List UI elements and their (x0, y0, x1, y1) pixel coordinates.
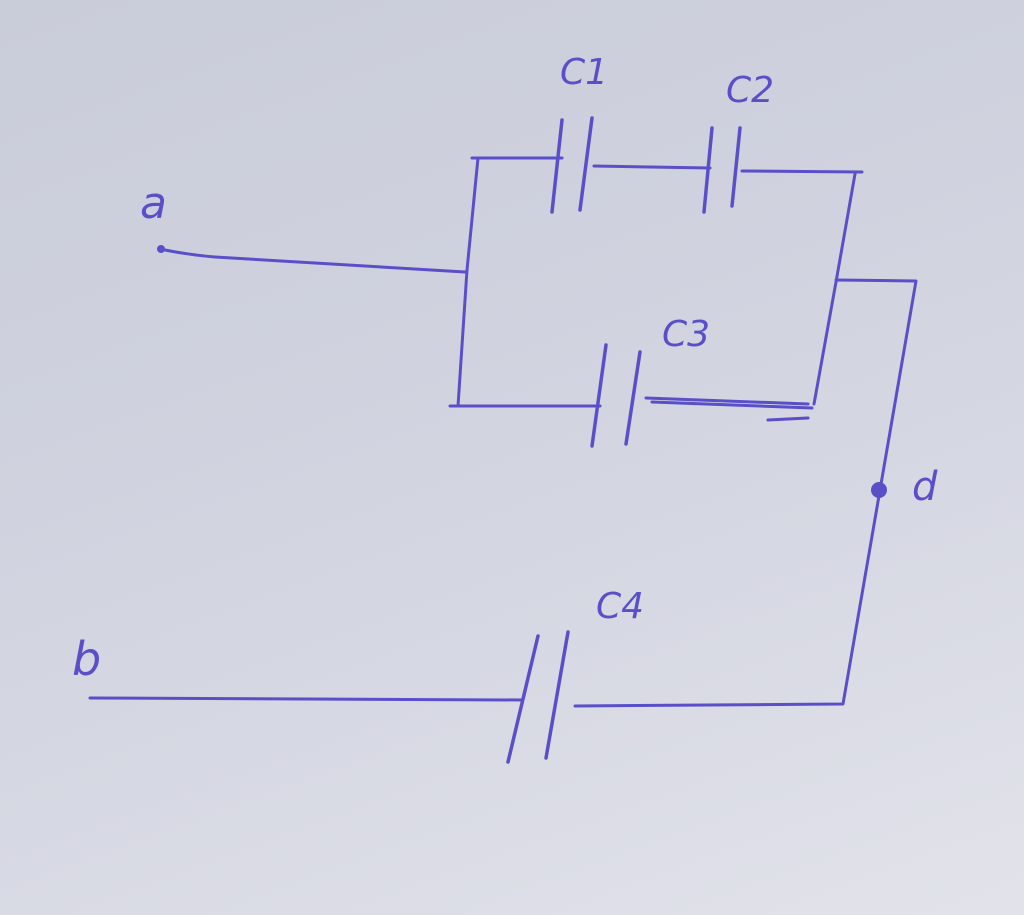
wire-b-lead (88, 696, 524, 702)
capacitor-c1-plate-2 (578, 116, 594, 212)
capacitor-c1 (550, 116, 594, 214)
label-c2: C2 (726, 70, 774, 111)
capacitor-c4 (506, 630, 570, 764)
capacitor-c1-plate-1 (550, 118, 564, 214)
capacitor-c3-plate-1 (590, 343, 608, 448)
wire-c3-right (644, 396, 814, 422)
branch-c3 (448, 343, 814, 448)
wire-to-node-d (573, 278, 918, 708)
wire-c1-c2 (592, 164, 712, 170)
label-c3: C3 (662, 314, 710, 355)
capacitor-c2-plate-2 (730, 126, 742, 208)
wire-left-vertical (456, 156, 480, 408)
label-node-d: d (912, 464, 938, 510)
capacitor-c3-plate-2 (624, 350, 642, 446)
capacitor-c3 (590, 343, 642, 448)
label-c1: C1 (560, 52, 608, 93)
label-terminal-b: b (72, 632, 101, 686)
node-d-dot (871, 482, 887, 498)
wire-top-right (740, 169, 864, 174)
capacitor-c2 (702, 126, 742, 214)
label-terminal-a: a (140, 178, 167, 229)
terminal-a (157, 245, 467, 274)
wire-a-lead (163, 248, 467, 274)
label-c4: C4 (596, 586, 644, 627)
wire-right-vertical (812, 172, 857, 406)
branch-c1-c2 (470, 116, 864, 214)
terminal-a-dot (157, 245, 165, 253)
capacitor-c4-plate-2 (544, 630, 570, 760)
capacitor-c2-plate-1 (702, 126, 714, 214)
